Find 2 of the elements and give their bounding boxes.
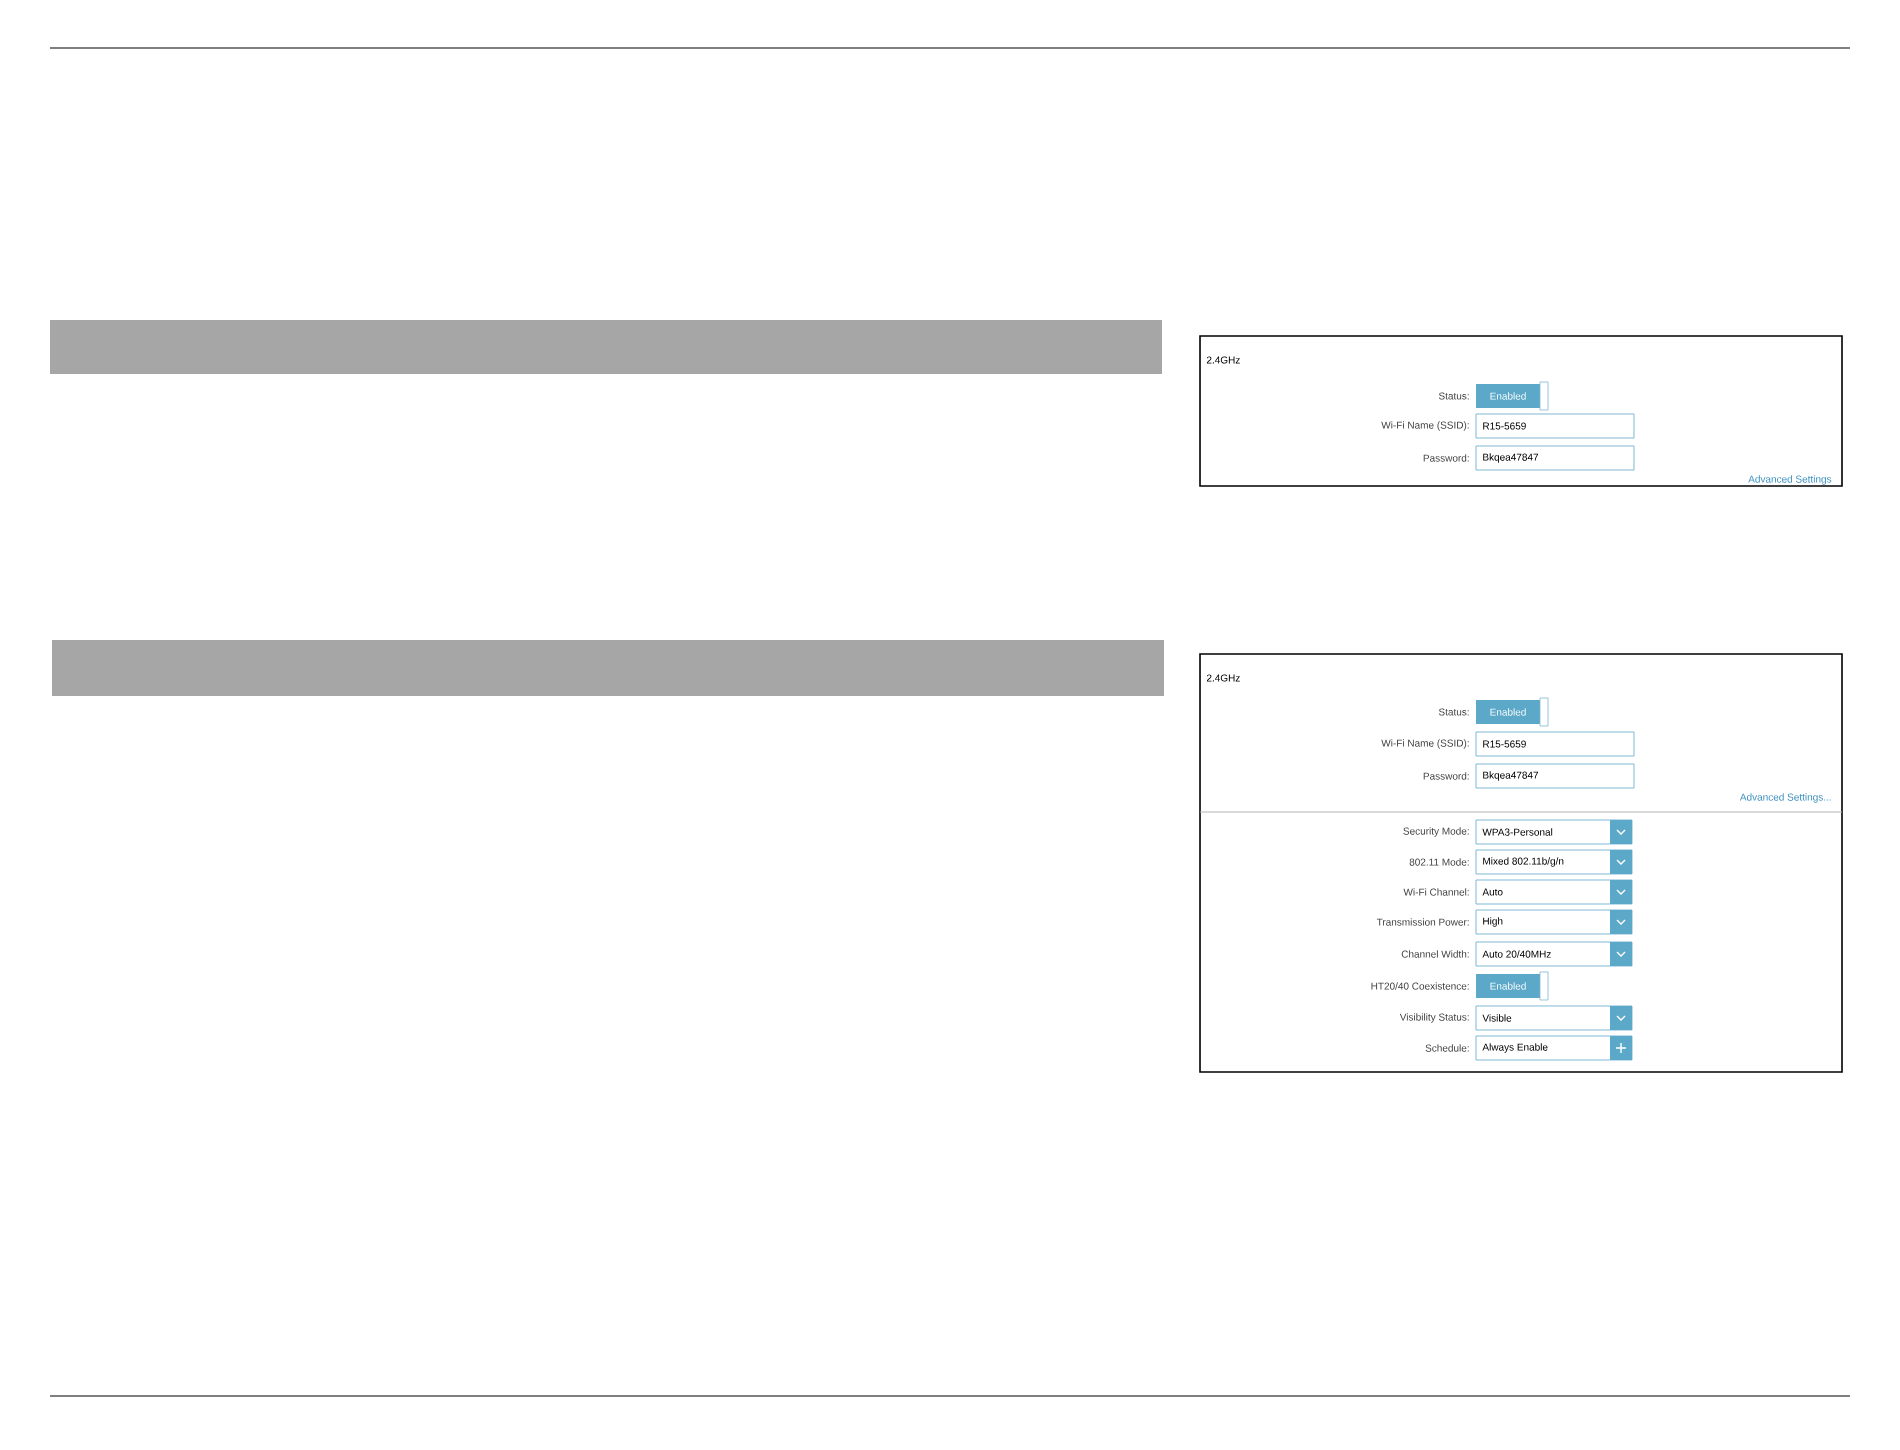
section-bar xyxy=(50,320,1162,374)
section-bar xyxy=(52,640,1164,696)
